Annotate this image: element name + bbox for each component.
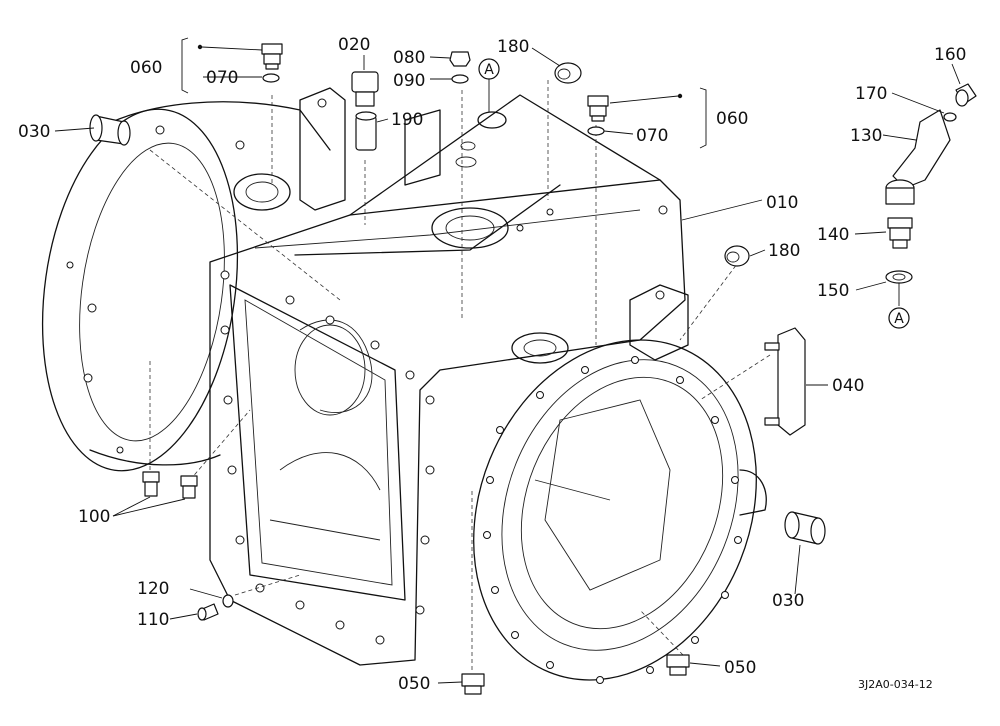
washer-150 bbox=[885, 270, 913, 284]
fitting-140 bbox=[887, 217, 913, 249]
washer-120 bbox=[222, 594, 234, 608]
cover-plate-040 bbox=[764, 327, 806, 436]
label-180-right: 180 bbox=[768, 241, 800, 261]
bushing-030-left bbox=[89, 114, 131, 146]
label-070-left: 070 bbox=[206, 68, 238, 88]
o-ring-170 bbox=[943, 112, 957, 122]
o-ring-070-left bbox=[262, 73, 280, 83]
label-140: 140 bbox=[817, 225, 849, 245]
label-120: 120 bbox=[137, 579, 169, 599]
label-050-left: 050 bbox=[398, 674, 430, 694]
label-160: 160 bbox=[934, 45, 966, 65]
label-030-right: 030 bbox=[772, 591, 804, 611]
reference-marker-a-top: A bbox=[478, 58, 500, 112]
label-180-top: 180 bbox=[497, 37, 529, 57]
bracket-060-right bbox=[603, 87, 707, 149]
label-190: 190 bbox=[391, 110, 423, 130]
o-ring-070-right bbox=[587, 126, 605, 136]
label-130: 130 bbox=[850, 126, 882, 146]
sleeve-190 bbox=[355, 111, 377, 151]
plug-080 bbox=[449, 51, 471, 67]
plug-110 bbox=[197, 603, 219, 621]
label-100: 100 bbox=[78, 507, 110, 527]
washer-090 bbox=[451, 74, 469, 84]
label-070-right: 070 bbox=[636, 126, 668, 146]
label-170: 170 bbox=[855, 84, 887, 104]
transmission-case-housing bbox=[41, 87, 767, 684]
drawing-code: 3J2A0-034-12 bbox=[858, 678, 933, 691]
label-110: 110 bbox=[137, 610, 169, 630]
label-150: 150 bbox=[817, 281, 849, 301]
cap-180-top bbox=[554, 62, 582, 84]
ref-a-right-label: A bbox=[894, 311, 904, 327]
cap-180-right bbox=[724, 245, 750, 267]
label-080: 080 bbox=[393, 48, 425, 68]
elbow-pipe-130 bbox=[885, 109, 951, 205]
leader-lines bbox=[54, 47, 961, 684]
label-050-right: 050 bbox=[724, 658, 756, 678]
drain-plug-050-right bbox=[666, 654, 690, 676]
label-060-left: 060 bbox=[130, 58, 162, 78]
bushing-030-right bbox=[784, 511, 826, 545]
drain-plug-050-left bbox=[461, 673, 485, 695]
label-010: 010 bbox=[766, 193, 798, 213]
fitting-100-right bbox=[180, 475, 198, 499]
label-020: 020 bbox=[338, 35, 370, 55]
label-090: 090 bbox=[393, 71, 425, 91]
label-030-left: 030 bbox=[18, 122, 50, 142]
label-040: 040 bbox=[832, 376, 864, 396]
cap-020 bbox=[351, 71, 379, 107]
part-labels: 060 070 030 020 080 090 180 190 060 070 … bbox=[18, 35, 966, 694]
plug-060-right bbox=[587, 95, 609, 122]
assembly-centerlines bbox=[149, 80, 771, 670]
label-060-right: 060 bbox=[716, 109, 748, 129]
fitting-100-left bbox=[142, 471, 160, 497]
bracket-060-left bbox=[181, 37, 263, 94]
ref-a-top-label: A bbox=[484, 62, 494, 78]
plug-060-left bbox=[261, 43, 283, 70]
reference-marker-a-right: A bbox=[888, 307, 910, 329]
cap-160 bbox=[955, 83, 977, 107]
